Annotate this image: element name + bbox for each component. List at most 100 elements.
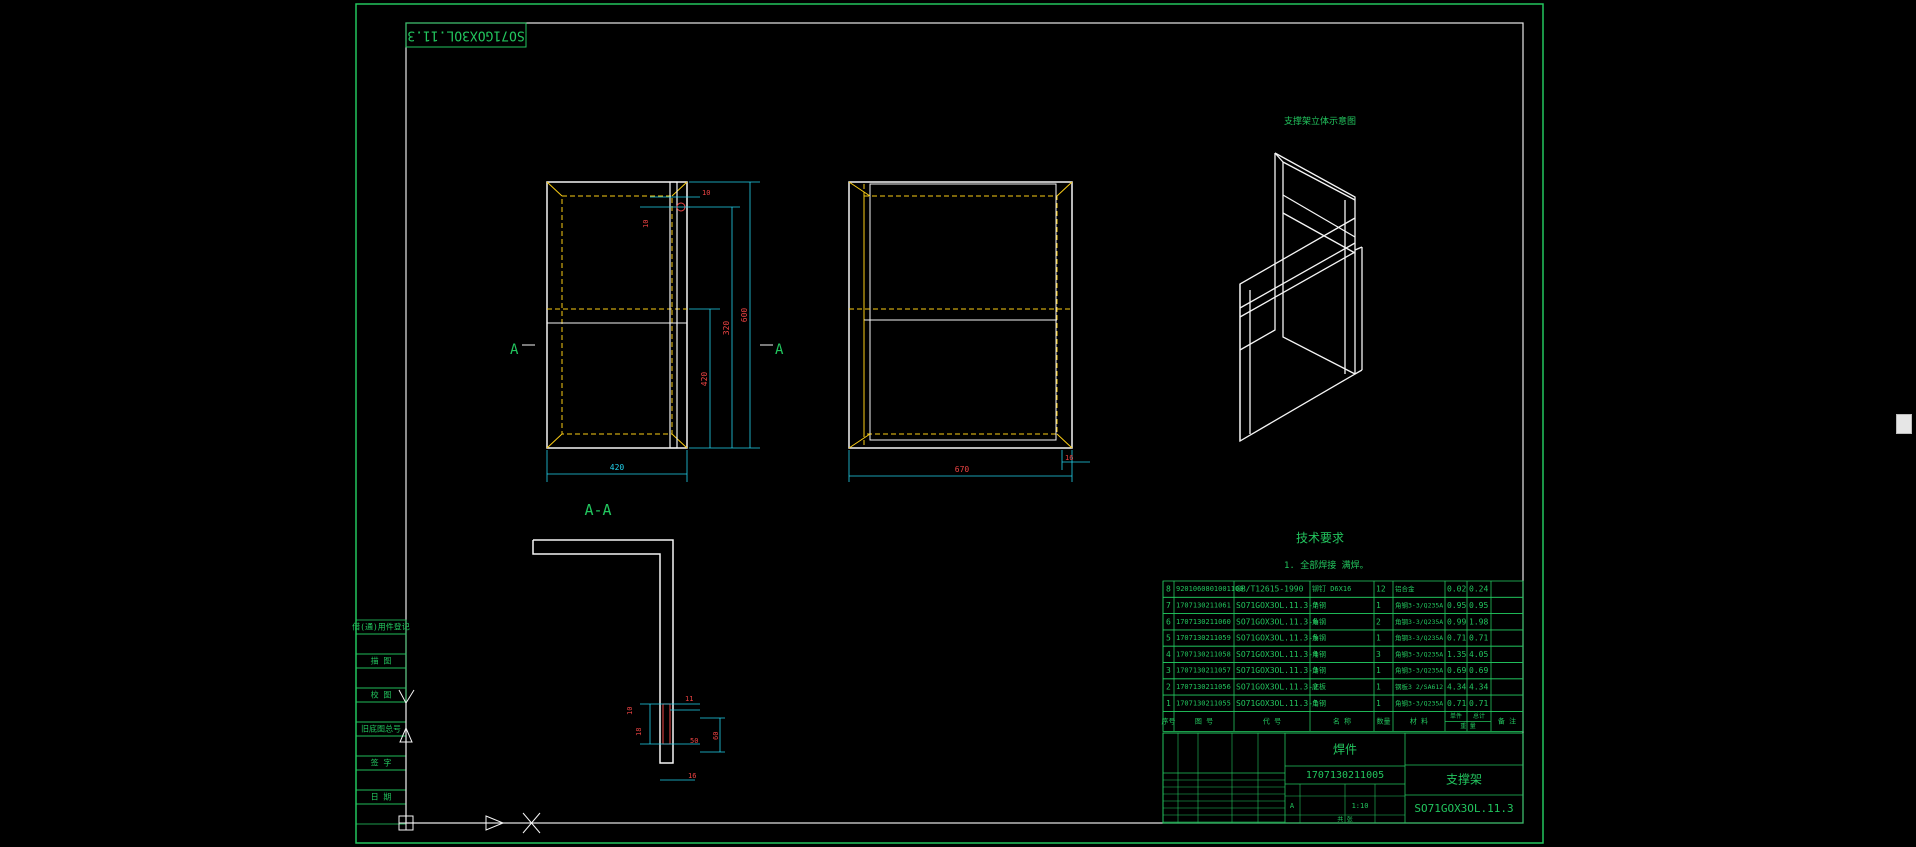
side-label-blank [355, 769, 407, 791]
bom-name: 角钢 [1312, 633, 1326, 642]
tb-category: 焊件 [1333, 742, 1357, 757]
detail-dim-f: 18 [635, 728, 643, 736]
bom-std: SO71GOX3OL.11.3-7 [1236, 601, 1318, 610]
bom-code: 1707130211056 [1176, 683, 1231, 691]
bom-std: SO71GOX3OL.11.3-6 [1236, 617, 1318, 626]
front-mid-dim: 420 [700, 372, 709, 387]
bom-qty: 1 [1376, 601, 1381, 610]
side-label-text: 旧底图总号 [361, 724, 401, 734]
side-label-blank [355, 701, 407, 723]
iso-view-title: 支撑架立体示意图 [1284, 115, 1356, 127]
bom-header-std: 代 号 [1263, 716, 1281, 725]
side-label-text: 校 图 [371, 690, 392, 700]
bom-name: 角钢 [1312, 666, 1326, 675]
side-view: 670 16 [848, 181, 1090, 482]
bom-seq: 2 [1166, 682, 1171, 691]
bom-seq: 7 [1166, 601, 1171, 610]
bom-qty: 1 [1376, 666, 1381, 675]
vertical-scrollbar[interactable] [1894, 0, 1916, 847]
bom-material: 铝合金 [1395, 584, 1415, 593]
side-width-dim: 670 [955, 465, 970, 474]
bom-qty: 2 [1376, 617, 1381, 626]
bom-unit-weight: 0.95 [1447, 601, 1466, 610]
bom-unit-weight: 0.99 [1447, 617, 1466, 626]
section-label: A-A [584, 501, 611, 519]
bom-std: SO71GOX3OL.11.3-2 [1236, 682, 1318, 691]
bom-total-weight: 4.34 [1469, 682, 1488, 691]
bom-material: 钢板3 2/SA612 [1395, 682, 1443, 691]
tech-req-title: 技术要求 [1296, 531, 1344, 545]
tb-drawing-no: SO71GOX3OL.11.3 [1414, 802, 1513, 815]
bom-code: 1707130211059 [1176, 634, 1231, 642]
bom-code: 1707130211055 [1176, 699, 1231, 707]
bom-code: 1707130211060 [1176, 618, 1231, 626]
detail-dim-a: 10 [626, 707, 634, 715]
side-label-text: 日 期 [371, 793, 392, 802]
scrollbar-thumb[interactable] [1896, 414, 1912, 434]
bom-name: 角钢 [1312, 617, 1326, 626]
bom-header-unit: 单件 [1450, 712, 1462, 720]
bom-seq: 4 [1166, 650, 1171, 659]
bom-name: 角钢 [1312, 600, 1326, 609]
tech-requirements: 技术要求 1. 全部焊接 满焊。 [1284, 531, 1369, 571]
bom-std: SO71GOX3OL.11.3-5 [1236, 634, 1318, 643]
bom-name: 角钢 [1312, 649, 1326, 658]
bom-qty: 3 [1376, 650, 1381, 659]
bom-total-weight: 0.71 [1469, 634, 1488, 643]
detail-dim-c: 16 [688, 772, 696, 780]
bom-code: 9201060801001100 [1176, 585, 1243, 593]
bom-std: SO71GOX3OL.11.3-1 [1236, 699, 1318, 708]
tb-part-code: 1707130211005 [1306, 770, 1384, 781]
tb-stage: A [1290, 802, 1295, 810]
bom-header-seq: 序号 [1162, 716, 1176, 725]
side-view-dimensions [848, 450, 1090, 482]
bom-header-notes: 备 注 [1498, 716, 1516, 725]
bom-name: 角钢 [1312, 698, 1326, 707]
section-marker-left: A [510, 342, 519, 358]
side-small-dim: 16 [1065, 454, 1073, 462]
front-height-dim: 600 [740, 308, 749, 323]
side-label-blank [355, 735, 407, 757]
side-label-text: 借(通)用件登记 [352, 622, 410, 632]
bom-std: GB/T12615-1990 [1236, 585, 1304, 594]
bom-material: 角钢3-3/Q235A [1395, 600, 1443, 609]
bom-total-weight: 4.05 [1469, 650, 1488, 659]
bom-material: 角钢3-3/Q235A [1395, 698, 1443, 707]
bom-seq: 5 [1166, 634, 1171, 643]
bom-unit-weight: 0.71 [1447, 699, 1466, 708]
detail-dim-e: 50 [690, 737, 698, 745]
front-top-small2-dim: 10 [642, 220, 650, 228]
bom-code: 1707130211061 [1176, 601, 1231, 609]
stamp-code-text: SO71GOX3OL.11.3 [407, 28, 524, 43]
bom-seq: 1 [1166, 699, 1171, 708]
bom-header-qty: 数量 [1377, 716, 1391, 725]
section-detail-dimensions [640, 703, 725, 781]
bottom-left-symbols [398, 689, 541, 834]
bom-unit-weight: 0.02 [1447, 585, 1466, 594]
bom-qty: 1 [1376, 699, 1381, 708]
title-block-frame [1162, 732, 1524, 824]
bom-code: 1707130211058 [1176, 650, 1231, 658]
bom-total-weight: 0.95 [1469, 601, 1488, 610]
front-view: 420 600 320 420 10 10 [546, 181, 760, 482]
bom-std: SO71GOX3OL.11.3-3 [1236, 666, 1318, 675]
bom-material: 角钢3-3/Q235A [1395, 633, 1443, 642]
side-label-blank [355, 667, 407, 689]
bom-name: 铆钉 D6X16 [1312, 584, 1351, 593]
bom-unit-weight: 4.34 [1447, 682, 1466, 691]
bom-material: 角钢3-3/Q235A [1395, 617, 1443, 626]
section-marker-right: A [775, 342, 784, 358]
bom-header-name: 名 称 [1333, 716, 1351, 725]
bom-std: SO71GOX3OL.11.3-4 [1236, 650, 1318, 659]
bom-qty: 12 [1376, 585, 1386, 594]
tb-part-name: 支撑架 [1446, 772, 1482, 787]
bom-header-material: 材 料 [1410, 716, 1428, 725]
sheet-border [355, 3, 1544, 844]
drawing-code-stamp: SO71GOX3OL.11.3 [405, 22, 527, 48]
bom-seq: 3 [1166, 666, 1171, 675]
bom-code: 1707130211057 [1176, 667, 1231, 675]
bom-seq: 6 [1166, 617, 1171, 626]
